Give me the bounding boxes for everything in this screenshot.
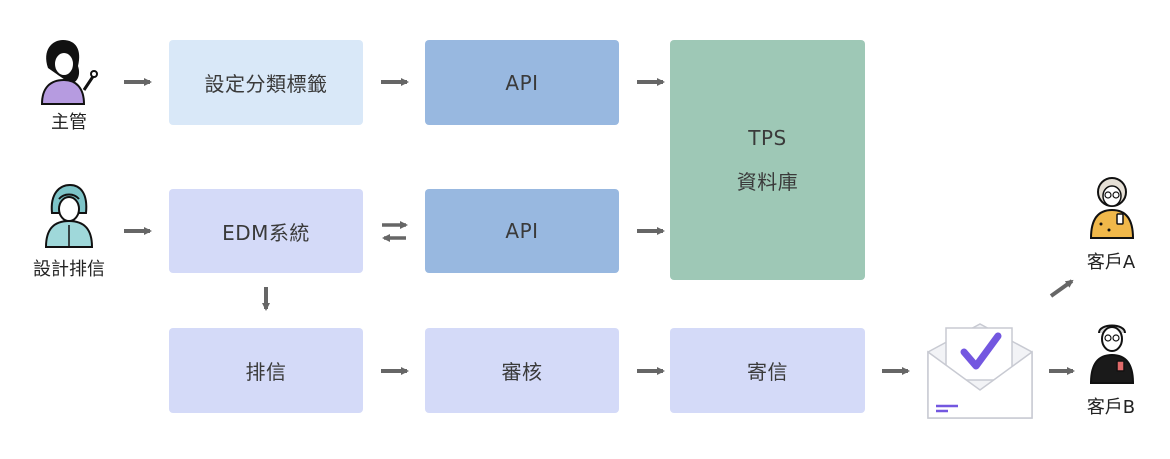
bidirectional-arrow-edm-api — [382, 221, 408, 242]
node-send: 寄信 — [670, 328, 865, 413]
hooded-person-icon — [42, 183, 96, 253]
node-tps-database: TPS 資料庫 — [670, 40, 865, 280]
node-set-tags: 設定分類標籤 — [169, 40, 363, 125]
actor-label-customer-a: 客戶A — [1086, 252, 1136, 273]
elderly-man-icon — [1087, 319, 1137, 389]
db-label-line1: TPS — [748, 126, 787, 150]
node-edm-system: EDM系統 — [169, 189, 363, 273]
woman-pointing-icon — [38, 38, 100, 110]
node-api-mid: API — [425, 189, 619, 273]
node-compose: 排信 — [169, 328, 363, 413]
db-label-line2: 資料庫 — [736, 170, 799, 194]
actor-label-designer: 設計排信 — [33, 259, 105, 280]
node-api-top: API — [425, 40, 619, 125]
actor-label-manager: 主管 — [51, 112, 87, 133]
arrow-email-to-customer-a — [1049, 279, 1074, 298]
email-checkmark-icon — [924, 322, 1036, 426]
actor-label-customer-b: 客戶B — [1086, 397, 1136, 418]
node-review: 審核 — [425, 328, 619, 413]
elderly-woman-icon — [1087, 174, 1137, 244]
